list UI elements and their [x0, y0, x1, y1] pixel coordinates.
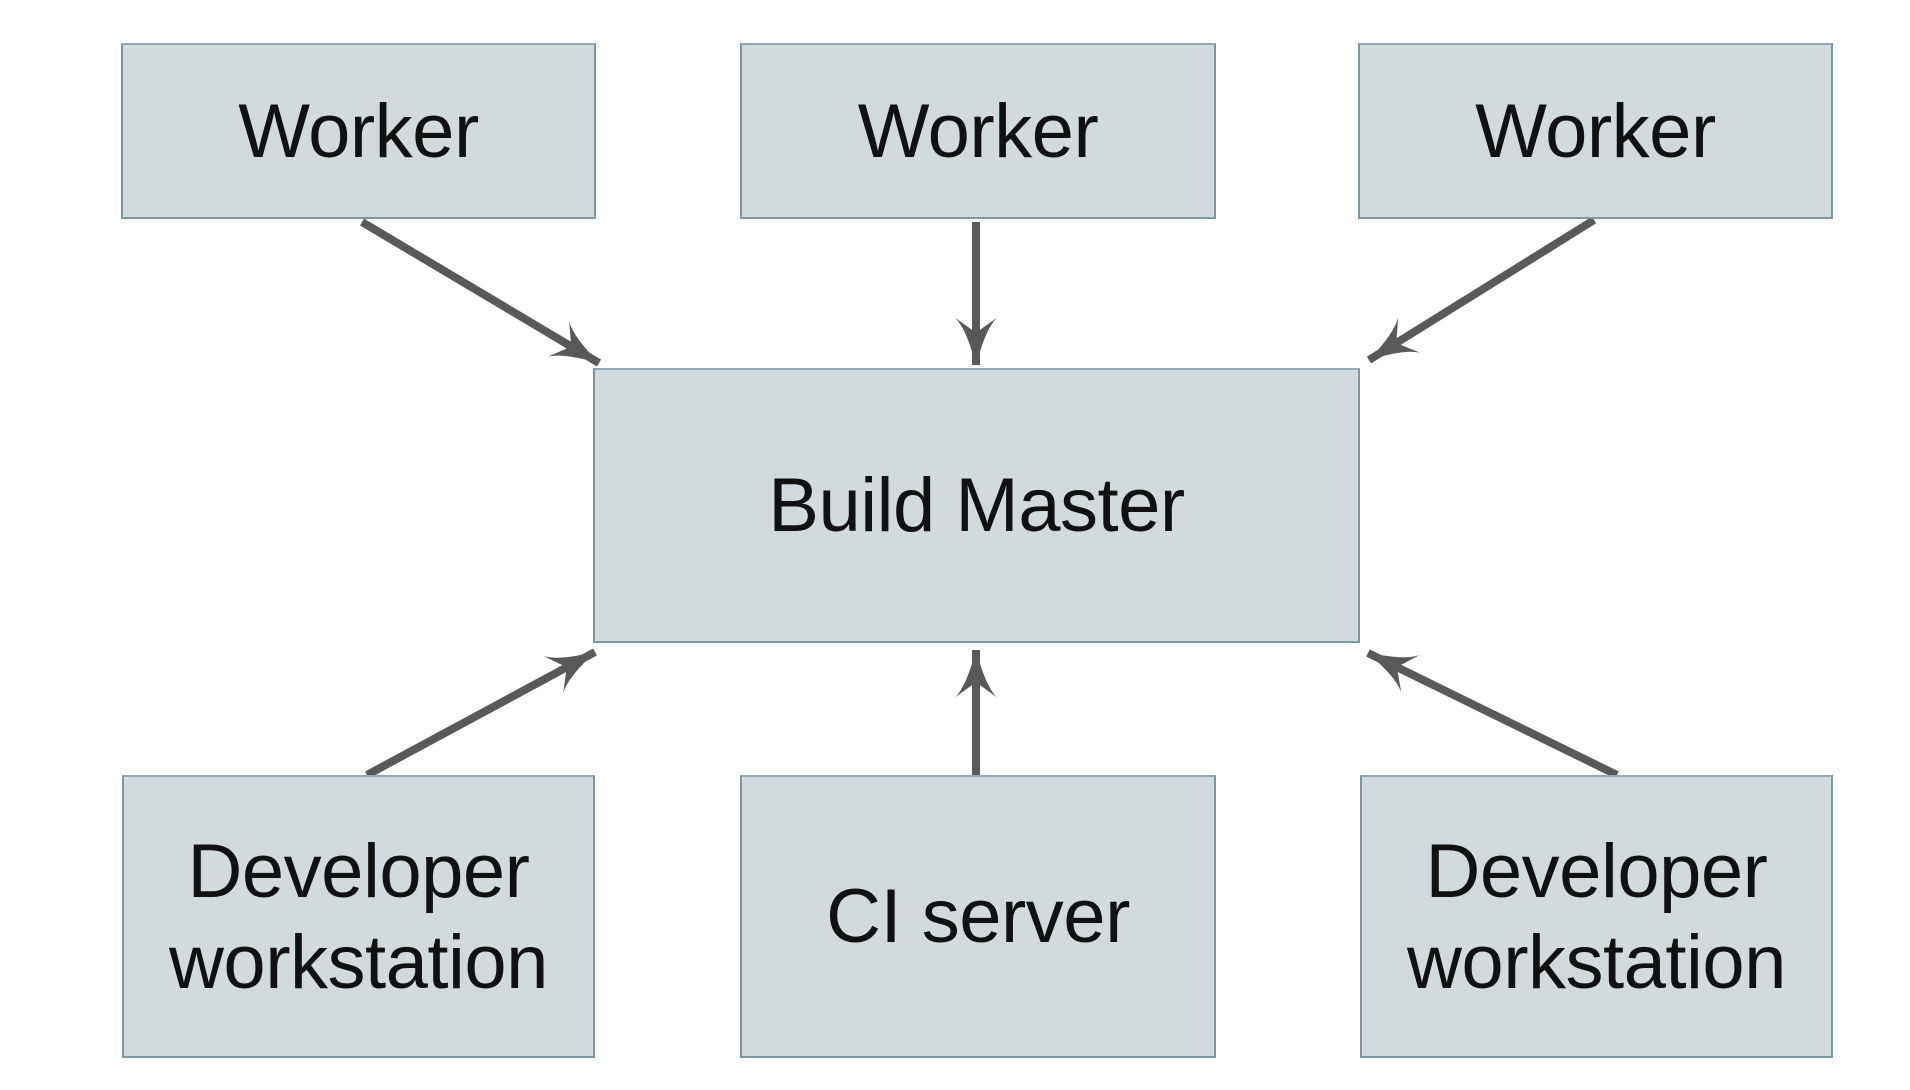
node-worker-2: Worker: [740, 43, 1216, 219]
node-label-developer-workstation-1: Developer workstation: [169, 828, 548, 1005]
arrow-developer-workstation-1-to-build-master: [365, 648, 597, 779]
node-label-worker-3: Worker: [1475, 88, 1716, 174]
node-label-build-master: Build Master: [768, 463, 1185, 548]
node-developer-workstation-2: Developer workstation: [1360, 775, 1833, 1058]
node-label-ci-server: CI server: [826, 874, 1130, 959]
node-developer-workstation-1: Developer workstation: [122, 775, 595, 1058]
node-worker-1: Worker: [121, 43, 596, 219]
arrow-worker-1-to-build-master: [359, 218, 602, 367]
node-build-master: Build Master: [593, 368, 1360, 643]
node-label-worker-2: Worker: [857, 88, 1099, 174]
node-label-worker-1: Worker: [238, 88, 479, 174]
arrow-worker-3-to-build-master: [1366, 216, 1597, 364]
node-worker-3: Worker: [1358, 43, 1833, 219]
node-label-developer-workstation-2: Developer workstation: [1407, 828, 1786, 1005]
arrow-developer-workstation-2-to-build-master: [1366, 649, 1619, 779]
node-ci-server: CI server: [740, 775, 1216, 1058]
